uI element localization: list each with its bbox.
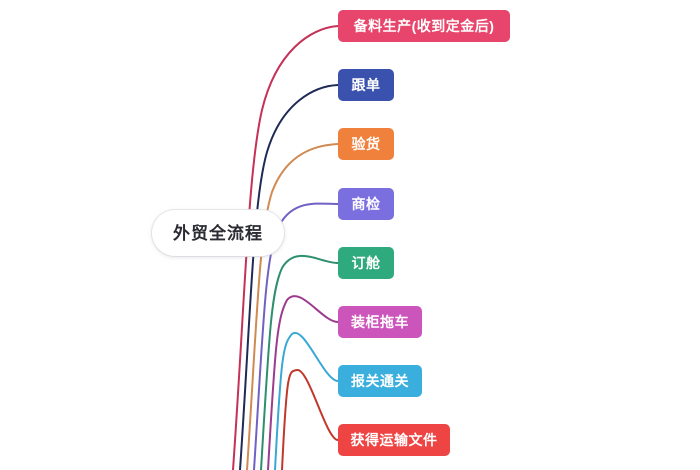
connector-zhuanggui [267, 295, 339, 470]
branch-node-8[interactable]: 获得运输文件 [338, 424, 450, 456]
branch-node-3[interactable]: 验货 [338, 128, 394, 160]
connector-baoguan [274, 331, 339, 470]
branch-node-1[interactable]: 备料生产(收到定金后) [338, 10, 510, 42]
branch-node-label: 获得运输文件 [350, 432, 438, 448]
branch-node-7[interactable]: 报关通关 [338, 365, 422, 397]
branch-node-label: 装柜拖车 [351, 314, 409, 330]
connector-wenjian [281, 369, 339, 470]
branch-node-label: 商检 [351, 196, 381, 212]
branch-node-label: 订舱 [351, 255, 381, 271]
branch-node-4[interactable]: 商检 [338, 188, 394, 220]
branch-node-label: 跟单 [351, 77, 381, 93]
branch-node-6[interactable]: 装柜拖车 [338, 306, 422, 338]
branch-node-label: 报关通关 [351, 373, 409, 389]
branch-node-label: 验货 [351, 136, 381, 152]
connector-gendan [239, 84, 339, 470]
branch-node-2[interactable]: 跟单 [338, 69, 394, 101]
center-node-label: 外贸全流程 [173, 223, 263, 243]
branch-node-label: 备料生产(收到定金后) [353, 18, 495, 34]
connector-dingcang [260, 255, 339, 470]
connector-beiliao [232, 25, 339, 470]
branch-node-5[interactable]: 订舱 [338, 247, 394, 279]
center-node-waimao-quanliucheng[interactable]: 外贸全流程 [152, 210, 284, 256]
